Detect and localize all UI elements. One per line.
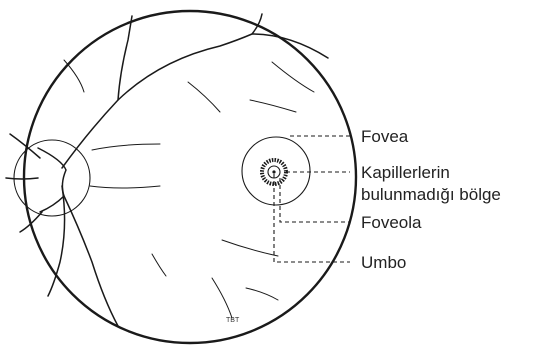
vessel-minor-4 <box>188 82 220 112</box>
foveola-leader <box>280 178 350 222</box>
capillary-free-zone-label-line1: Kapillerlerin <box>361 163 450 182</box>
capillary-free-zone-label-line2: bulunmadığı bölge <box>361 185 501 204</box>
minor-vessels <box>64 60 314 318</box>
fundus-outline <box>24 11 356 343</box>
optic-disc-inner <box>38 148 66 212</box>
vessel-superior-branch-left <box>118 16 132 100</box>
vessel-minor-2 <box>90 186 160 188</box>
vessel-minor-9 <box>246 288 278 300</box>
optic-disc-outer-ring <box>14 140 90 216</box>
vessel-minor-10 <box>152 254 166 276</box>
artist-signature: TBT <box>226 317 240 324</box>
umbo-point <box>272 170 275 173</box>
vessel-minor-8 <box>212 278 232 318</box>
foveola-label: Foveola <box>361 213 422 232</box>
umbo-label: Umbo <box>361 253 406 272</box>
vessel-inferior-arcade <box>64 196 118 326</box>
fovea-label: Fovea <box>361 127 409 146</box>
vessel-minor-6 <box>272 62 314 92</box>
vessel-minor-1 <box>92 144 160 150</box>
vessel-superior-arcade <box>62 14 262 168</box>
leader-lines <box>274 136 350 262</box>
fovea-ring <box>242 137 310 205</box>
vessel-minor-7 <box>222 240 278 256</box>
vessel-minor-5 <box>250 100 296 112</box>
vessel-nasal-mid <box>6 178 38 179</box>
